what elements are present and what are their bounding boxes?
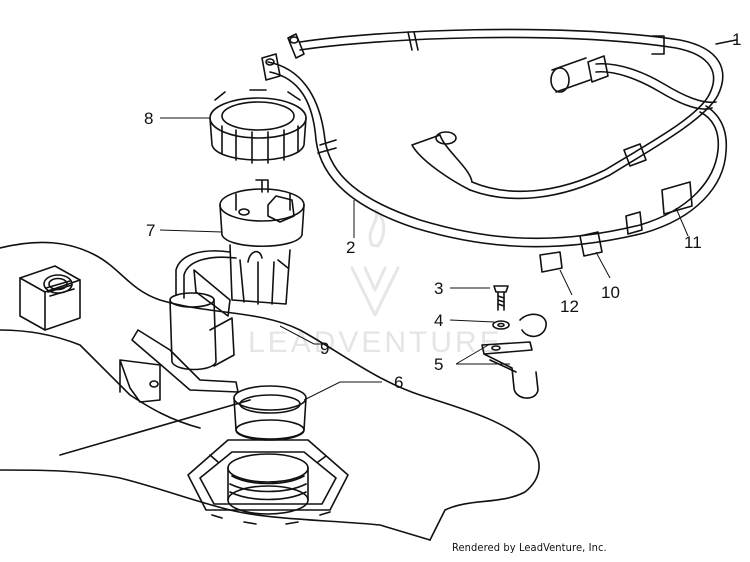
clamp-assembly <box>481 285 547 399</box>
callout-5: 5 <box>434 355 443 374</box>
watermark-logo <box>350 208 400 317</box>
watermark-text: LEADVENTURE <box>248 326 503 359</box>
callouts: 1 2 3 4 5 6 7 8 9 10 11 12 <box>144 30 741 392</box>
callout-8: 8 <box>144 109 153 128</box>
render-credit: Rendered by LeadVenture, Inc. <box>452 541 607 554</box>
callout-3: 3 <box>434 279 443 298</box>
gasket <box>233 385 307 441</box>
callout-11: 11 <box>684 233 702 252</box>
callout-10: 10 <box>601 283 620 302</box>
fuel-pump-module <box>119 179 305 403</box>
fuel-tank <box>0 241 540 541</box>
callout-12: 12 <box>560 297 579 316</box>
callout-4: 4 <box>434 311 443 330</box>
lock-ring <box>209 89 307 164</box>
callout-7: 7 <box>146 221 155 240</box>
callout-1: 1 <box>732 30 741 49</box>
callout-6: 6 <box>394 373 403 392</box>
leader-lines <box>159 117 689 401</box>
fuel-hose-1 <box>287 28 737 200</box>
callout-9: 9 <box>320 339 329 358</box>
mounting-ring <box>187 439 349 525</box>
callout-2: 2 <box>346 238 355 257</box>
fuel-hose-2 <box>261 53 728 273</box>
